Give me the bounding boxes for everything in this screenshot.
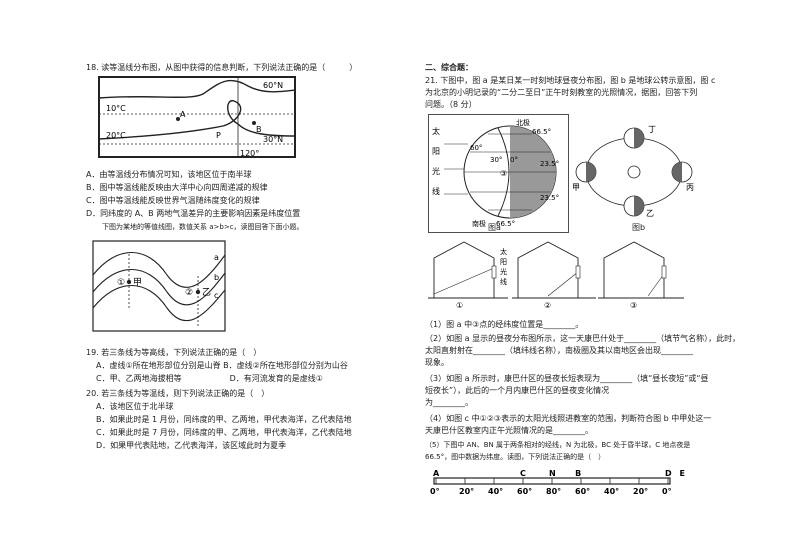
classroom-3 bbox=[598, 241, 684, 299]
wave-contour-figure: a b c ① 甲 ② 乙 bbox=[92, 240, 226, 332]
scale-letter: E bbox=[680, 469, 685, 478]
wave-label-1: ① bbox=[117, 278, 125, 288]
fig-a-point-3: ③ bbox=[500, 169, 507, 178]
q19-options-ab: A．虚线①所在地形部位分别是山脊 B．虚线②所在地形部位分别为山谷 bbox=[96, 361, 348, 370]
scale-tick-label: 20° bbox=[459, 487, 474, 496]
map-label-30n: 30°N bbox=[263, 135, 283, 144]
q21-sub-2c: 现象。 bbox=[425, 358, 449, 367]
q21-sub-2a: （2）如图 a 显示的昼夜分布图所示，这一天康巴什处于________（填节气名… bbox=[425, 334, 741, 343]
fig-a-caption: 图a bbox=[488, 223, 501, 232]
map-label-10c: 10°C bbox=[106, 104, 126, 113]
figure-c-classrooms: 太 阳 光 线 ① ② ③ bbox=[428, 241, 684, 310]
scale-tick-label: 20° bbox=[633, 487, 648, 496]
figure-a-globe: 太 阳 光 线 北极 66.5° 60° 30° 0° ③ 23.5° 23.5… bbox=[428, 114, 569, 233]
wave-label-yi: 乙 bbox=[202, 287, 211, 298]
isotherm-map: 60°N 10°C A 20°C P B 30°N 120° bbox=[98, 76, 296, 158]
scale-letter: C bbox=[520, 469, 526, 478]
classroom-2 bbox=[512, 241, 596, 299]
q18-option-c: C．图中等温线能反映世界气温随纬度变化的规律 bbox=[86, 196, 260, 205]
wave-label-jia: 甲 bbox=[133, 277, 142, 288]
q21-sub-3c: 为________。 bbox=[425, 398, 473, 407]
fig-c-label-2: ② bbox=[544, 301, 551, 310]
q21-sub-5b: 66.5°，图中数据为纬度。读图，下列说法正确的是（ ） bbox=[425, 453, 606, 461]
scale-tick-label: 60° bbox=[517, 487, 532, 496]
section-heading: 二、综合题： bbox=[425, 63, 473, 72]
wave-label-a: a bbox=[214, 253, 219, 262]
fig-a-sun-3: 光 bbox=[432, 166, 440, 176]
map-label-a: A bbox=[180, 110, 186, 119]
fig-c-label-1: ① bbox=[456, 301, 463, 310]
q21-intro-2: 为北京的小明记录的“二分二至日”正午时刻教室的光照情况，据图，回答下列 bbox=[425, 88, 698, 97]
q20-stem: 20. 若三条线为等温线，则下列说法正确的是（ ） bbox=[86, 389, 270, 398]
q21-sub-5a: （5）下图中 AN、BN 属于两条相对的经线，N 为北极，BC 处于昏半球，C … bbox=[425, 441, 691, 449]
fig-a-0: 0° bbox=[510, 156, 518, 164]
fig-b-yi: 乙 bbox=[646, 209, 654, 218]
scale-tick-label: 0° bbox=[430, 487, 440, 496]
q21-sub-3b: 短夜长”），此后的一个月内康巴什区的昼夜变化情况 bbox=[425, 386, 610, 395]
fig-a-30: 30° bbox=[490, 156, 502, 164]
q21-sub-2b: 太阳直射射在________（填纬线名称），南极圈及其以南地区会出现______… bbox=[425, 346, 693, 355]
map-label-p: P bbox=[216, 131, 221, 140]
scale-ticks: 0° 20° 40° 60° 80° 60° 40° 20° 0° bbox=[430, 478, 672, 496]
fig-a-60: 60° bbox=[470, 144, 482, 152]
fig-b-ding: 丁 bbox=[648, 125, 656, 134]
q21-intro-3: 问题。（8 分） bbox=[425, 100, 477, 109]
fig-b-caption: 图b bbox=[632, 223, 646, 232]
map-label-20c: 20°C bbox=[106, 131, 126, 140]
q18-option-d: D．同纬度的 A、B 两地气温差异的主要影响因素是纬度位置 bbox=[86, 209, 301, 218]
q18-option-a: A．由等温线分布情况可知，该地区位于南半球 bbox=[86, 170, 252, 179]
scale-tick-label: 40° bbox=[604, 487, 619, 496]
fig-a-235-s: 23.5° bbox=[540, 194, 559, 202]
q20-option-c: C．如果此时是 7 月份，同纬度的甲、乙两地，甲代表海洋，乙代表陆地 bbox=[96, 428, 352, 437]
q18-stem: 18. 读等温线分布图，从图中获得的信息判断，下列说法正确的是（ ） bbox=[86, 63, 358, 72]
q19-stem: 19. 若三条线为等高线，下列说法正确的是（ ） bbox=[86, 348, 262, 357]
q21-sub-4a: （4）如图 c 中①②③表示的太阳光线照进教室的范围，判断符合图 b 中甲处这一 bbox=[425, 414, 712, 423]
fig-a-sun-4: 线 bbox=[432, 186, 440, 196]
q21-sub-3a: （3）如图 a 所示时，康巴什区的昼夜长短表现为________（填“昼长夜短”… bbox=[425, 374, 709, 383]
wave-label-c: c bbox=[214, 291, 218, 300]
q21-sub-4b: 天康巴什区教室内正午光照情况的是________。 bbox=[425, 426, 593, 435]
wave-label-2: ② bbox=[185, 288, 193, 298]
scale-letter: D bbox=[665, 469, 672, 478]
fig-c-sun-3: 光 bbox=[500, 267, 507, 276]
scale-tick-label: 40° bbox=[488, 487, 503, 496]
q19-options-cd: C．甲、乙两地海拔相等 D．有河流发育的是虚线① bbox=[96, 374, 323, 383]
map-label-60n: 60°N bbox=[263, 81, 283, 90]
scale-tick-label: 60° bbox=[575, 487, 590, 496]
classroom-1 bbox=[428, 241, 508, 299]
q20-option-b: B．如果此时是 1 月份，同纬度的甲、乙两地，甲代表海洋，乙代表陆地 bbox=[96, 415, 352, 424]
scale-tick-label: 80° bbox=[546, 487, 561, 496]
fig-c-label-3: ③ bbox=[630, 301, 637, 310]
fig-c-sun-2: 阳 bbox=[500, 257, 507, 266]
q20-option-a: A．该地区位于北半球 bbox=[96, 402, 174, 411]
scale-tick-label: 0° bbox=[662, 487, 672, 496]
q21-sub-1: （1）图 a 中③点的经纬度位置是________。 bbox=[425, 320, 584, 329]
fig-a-sun-2: 阳 bbox=[432, 147, 440, 156]
q18-option-b: B．图中等温线能反映由大洋中心向四周递减的规律 bbox=[86, 183, 268, 192]
fig-a-sun-1: 太 bbox=[432, 126, 440, 136]
wave-label-b: b bbox=[214, 273, 219, 282]
scale-letter: B bbox=[575, 469, 581, 478]
fig-a-north-pole: 北极 bbox=[516, 118, 530, 127]
map-label-120: 120° bbox=[240, 149, 259, 158]
q20-option-d: D．如果甲代表陆地，乙代表海洋，该区域此时为夏季 bbox=[96, 441, 287, 450]
fig-a-south-pole: 南极 bbox=[472, 219, 486, 228]
wave-intro: 下图为某地的等值线图，数值关系 a>b>c，读图回答下面小题。 bbox=[102, 223, 304, 231]
figure-b-orbit: 丁 甲 丙 乙 bbox=[572, 125, 694, 218]
map-label-b: B bbox=[256, 125, 262, 134]
fig-b-jia: 甲 bbox=[572, 183, 580, 192]
scale-letter: A bbox=[433, 469, 440, 478]
fig-a-235-n: 23.5° bbox=[540, 160, 559, 168]
fig-b-bing: 丙 bbox=[686, 183, 694, 192]
q21-intro-1: 21. 下图中，图 a 是某日某一时刻地球昼夜分布图，图 b 是地球公转示意图，… bbox=[425, 76, 716, 85]
fig-a-665-bottom: 66.5° bbox=[496, 220, 515, 228]
scale-letter: N bbox=[549, 469, 556, 478]
fig-c-sun-1: 太 bbox=[500, 247, 507, 256]
fig-a-665-top: 66.5° bbox=[532, 128, 551, 136]
fig-c-sun-4: 线 bbox=[500, 277, 507, 286]
